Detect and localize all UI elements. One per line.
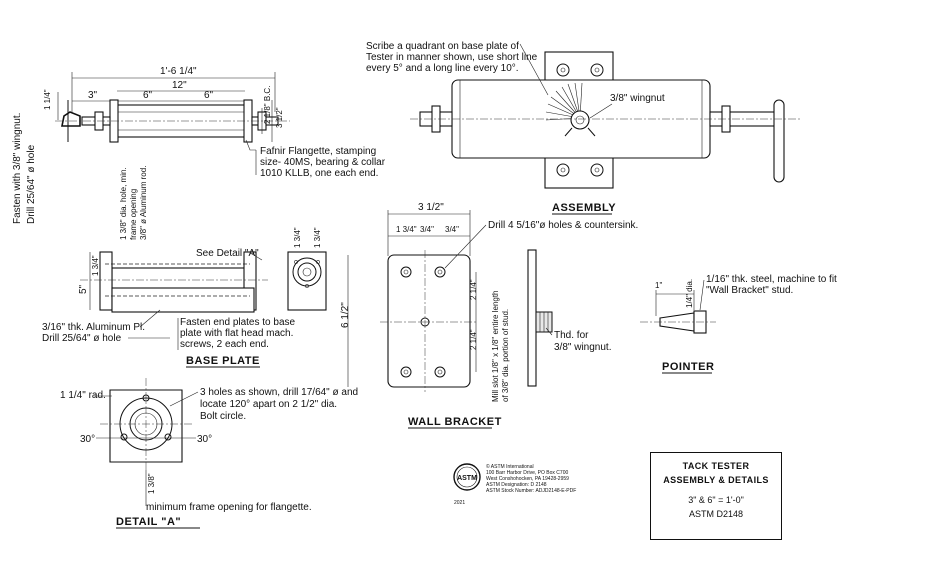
wb-dim-2-1-4b: 2 1/4"	[469, 329, 478, 350]
astm-copyright-block: ASTM © ASTM International 100 Barr Harbo…	[452, 462, 612, 512]
fasten-plates-2: plate with flat head mach.	[180, 328, 293, 339]
astm-text: © ASTM International 100 Barr Harbor Dri…	[486, 464, 576, 494]
scribe-note-1: Scribe a quadrant on base plate of	[366, 41, 519, 52]
wb-dim-2-1-4a: 2 1/4"	[469, 279, 478, 300]
pointer-dim-1: 1"	[655, 281, 662, 290]
mill-note-2: of 3/8" dia. portion of stud.	[501, 309, 510, 402]
thd-note-1: Thd. for	[554, 330, 589, 341]
mill-note-1: Mill slot 1/8" x 1/8" entire length	[491, 290, 500, 402]
pointer-steel-note-1: 1/16" thk. steel, machine to fit	[706, 274, 837, 285]
wingnut	[570, 110, 590, 130]
assembly-title: ASSEMBLY	[552, 202, 616, 214]
wingnut-label: 3/8" wingnut	[610, 93, 665, 104]
drill-note-base: Drill 25/64" ø hole	[42, 333, 122, 344]
wb-dim-3-1-2: 3 1/2"	[418, 202, 444, 213]
frame-note-3: 3/8" ø Aluminum rod.	[139, 166, 148, 240]
frame-note-1: 1 3/8" dia. hole, min.	[119, 167, 128, 240]
holes-note-2: locate 120° apart on 2 1/2" dia.	[200, 399, 337, 410]
rad-note: 1 1/4" rad.	[60, 390, 106, 401]
wall-bracket-title: WALL BRACKET	[408, 416, 502, 428]
dim-1-3-4c-label: 1 3/4"	[313, 227, 322, 248]
dim-frame-label: 1 3/8"	[147, 473, 156, 494]
astm-line-4: ASTM Designation: D 2148	[486, 482, 547, 488]
title-block-scale: 3" & 6" = 1'-0"	[688, 495, 744, 505]
dim-12-label: 12"	[172, 80, 187, 91]
dim-3-1-2-label: 3 1/2"	[275, 107, 284, 128]
pointer-title: POINTER	[662, 361, 714, 373]
dim-1-3-4b-label: 1 3/4"	[293, 227, 302, 248]
wb-dim-6-1-2: 6 1/2"	[340, 302, 351, 328]
holes-note-1: 3 holes as shown, drill 17/64" ø and	[200, 387, 358, 398]
see-detail-label: See Detail "A"	[196, 248, 259, 259]
astm-logo-icon: ASTM	[453, 463, 481, 491]
fasten-plates-1: Fasten end plates to base	[180, 317, 296, 328]
overall-dim-label: 1'-6 1/4"	[160, 66, 197, 77]
thk-note: 3/16" thk. Aluminum Pl.	[42, 322, 145, 333]
astm-logo-text: ASTM	[457, 475, 477, 482]
dim-1-1-4-label: 1 1/4"	[43, 89, 52, 110]
bc-dim-label: 2 1/8" B.C.	[263, 86, 272, 124]
dim-5-label: 5"	[78, 284, 89, 294]
detail-frame-note: minimum frame opening for flangette.	[146, 502, 312, 513]
fafnir-note-2: size- 40MS, bearing & collar	[260, 157, 386, 168]
astm-line-5: ASTM Stock Number: ADJD2148-E-PDF	[486, 488, 577, 494]
assembly-handle	[773, 99, 785, 183]
astm-line-1: © ASTM International	[486, 464, 534, 470]
wall-bracket-view: 3 1/2" 1 3/4" 3/4" 3/4" Drill 4 5/16"ø h…	[340, 202, 638, 429]
drill-note-side: Drill 25/64" ø hole	[26, 144, 37, 224]
title-block-subtitle: ASSEMBLY & DETAILS	[663, 475, 769, 485]
wall-bracket-side	[527, 249, 537, 387]
pointer-view: 1" 1/16" thk. steel, machine to fit "Wal…	[640, 274, 837, 374]
fafnir-note-3: 1010 KLLB, one each end.	[260, 168, 378, 179]
astm-line-3: West Conshohocken, PA 19428-2959	[486, 476, 569, 482]
side-view: 1'-6 1/4" 12" 3" 6" 6" 1 1/4" 2 1/8	[12, 66, 386, 224]
astm-line-2: 100 Barr Harbor Drive, PO Box C700	[486, 470, 569, 476]
base-plate-view: 5" 1 3/4" 1 3/4" 1 3/4" See Detail "A" 1…	[42, 166, 327, 368]
thd-note-2: 3/8" wingnut.	[554, 342, 611, 353]
astm-year: 2021	[454, 500, 466, 506]
angle-left: 30°	[80, 434, 95, 445]
frame-note-2: frame opening	[129, 189, 138, 240]
wb-dim-c: 3/4"	[445, 225, 459, 234]
wb-dim-b: 3/4"	[420, 225, 434, 234]
pointer-steel-note-2: "Wall Bracket" stud.	[706, 285, 793, 296]
scribe-note-2: Tester in manner shown, use short line	[366, 52, 538, 63]
title-block: TACK TESTER ASSEMBLY & DETAILS 3" & 6" =…	[650, 452, 782, 540]
fafnir-note-1: Fafnir Flangette, stamping	[260, 146, 376, 157]
base-plate-title: BASE PLATE	[186, 355, 260, 367]
scribe-note-3: every 5° and a long line every 10°.	[366, 63, 519, 74]
fasten-note: Fasten with 3/8" wingnut.	[12, 113, 23, 224]
title-block-designation: ASTM D2148	[688, 509, 744, 519]
detail-a-title: DETAIL "A"	[116, 516, 181, 528]
dim-6b-label: 6"	[204, 90, 214, 101]
fasten-plates-3: screws, 2 each end.	[180, 339, 269, 350]
angle-right: 30°	[197, 434, 212, 445]
pointer-dia: 1/4" dia.	[685, 279, 694, 308]
dim-3-label: 3"	[88, 90, 98, 101]
holes-note-3: Bolt circle.	[200, 411, 246, 422]
title-block-name: TACK TESTER	[682, 461, 750, 471]
wb-dim-a: 1 3/4"	[396, 225, 417, 234]
wb-drill-note: Drill 4 5/16"ø holes & countersink.	[488, 220, 638, 231]
dim-6a-label: 6"	[143, 90, 153, 101]
dim-1-3-4-label: 1 3/4"	[91, 255, 100, 276]
assembly-view: 3/8" wingnut Scribe a quadrant on base p…	[366, 41, 800, 215]
detail-a-view: 30° 30° 1 1/4" rad. 3 holes as shown, dr…	[60, 378, 358, 529]
